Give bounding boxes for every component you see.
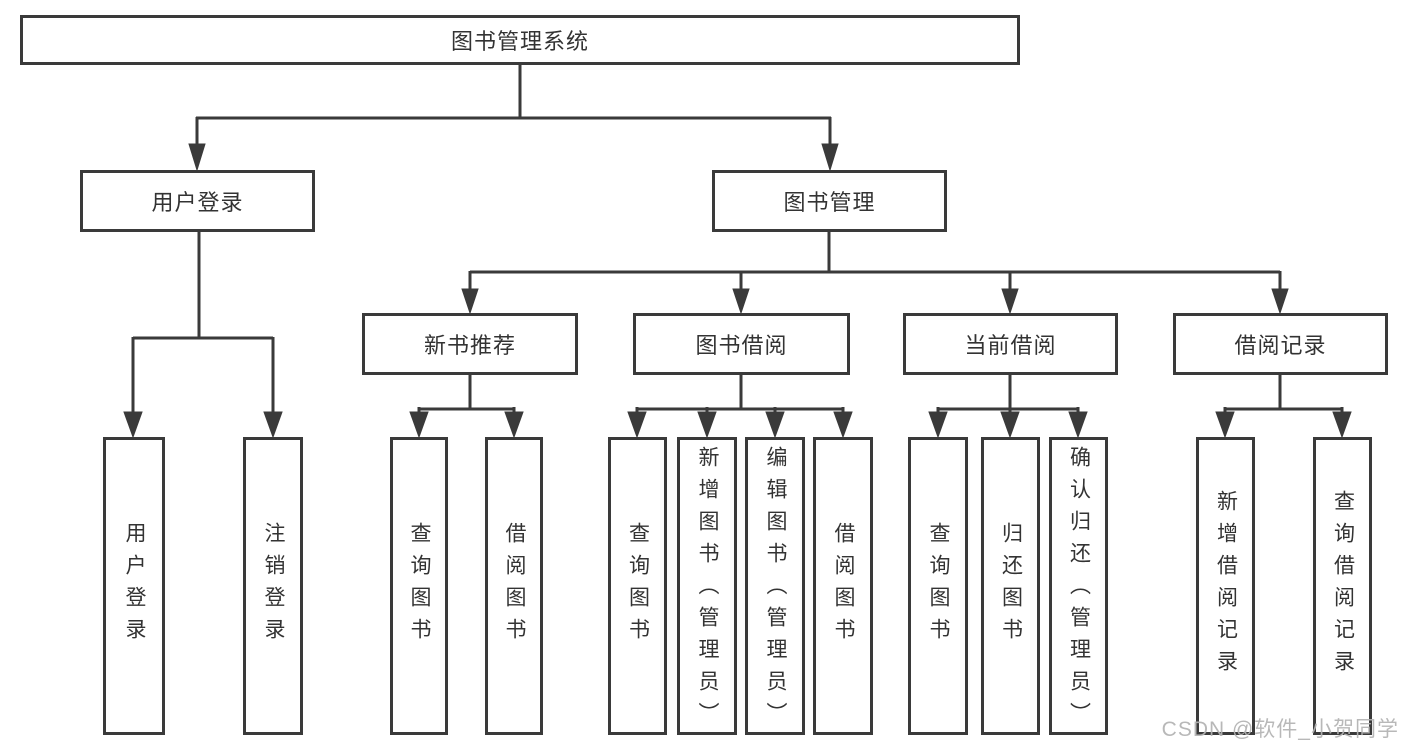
connectors-root-to-level2	[188, 65, 839, 172]
leaf-query-books-borrowing-label: 查询图书	[626, 522, 650, 650]
connectors-new-book-recommend-to-leaves	[409, 375, 524, 439]
node-current-borrowing: 当前借阅	[903, 313, 1118, 375]
leaf-add-book-admin: 新增图书（管理员）	[677, 437, 737, 735]
leaf-confirm-return-admin: 确认归还（管理员）	[1049, 437, 1108, 735]
leaf-borrow-books-recommend-label: 借阅图书	[503, 522, 527, 650]
leaf-query-borrow-record: 查询借阅记录	[1313, 437, 1372, 735]
leaf-borrow-books-borrowing-label: 借阅图书	[832, 522, 856, 650]
node-user-login: 用户登录	[80, 170, 315, 232]
leaf-query-books-recommend: 查询图书	[390, 437, 448, 735]
connectors-borrowing-records-to-leaves	[1215, 375, 1352, 439]
leaf-logout-label: 注销登录	[262, 522, 286, 650]
node-book-management: 图书管理	[712, 170, 947, 232]
leaf-query-books-current-label: 查询图书	[927, 522, 951, 650]
node-library-management-system: 图书管理系统	[20, 15, 1020, 65]
leaf-add-borrow-record: 新增借阅记录	[1196, 437, 1255, 735]
connectors-book-management-to-level3	[461, 232, 1289, 315]
node-new-book-recommend: 新书推荐	[362, 313, 578, 375]
node-borrowing-records: 借阅记录	[1173, 313, 1388, 375]
leaf-borrow-books-borrowing: 借阅图书	[813, 437, 873, 735]
leaf-borrow-books-recommend: 借阅图书	[485, 437, 543, 735]
leaf-return-books: 归还图书	[981, 437, 1040, 735]
leaf-query-borrow-record-label: 查询借阅记录	[1331, 490, 1355, 682]
leaf-query-books-current: 查询图书	[908, 437, 968, 735]
watermark-text: CSDN @软件_小贺同学	[1161, 718, 1399, 741]
leaf-edit-book-admin: 编辑图书（管理员）	[745, 437, 805, 735]
leaf-edit-book-admin-label: 编辑图书（管理员）	[764, 446, 788, 734]
leaf-query-books-recommend-label: 查询图书	[408, 522, 432, 650]
leaf-return-books-label: 归还图书	[999, 522, 1023, 650]
connectors-book-borrowing-to-leaves	[627, 375, 853, 439]
leaf-add-borrow-record-label: 新增借阅记录	[1214, 490, 1238, 682]
connectors-user-login-to-leaves	[123, 232, 283, 439]
leaf-confirm-return-admin-label: 确认归还（管理员）	[1067, 446, 1091, 734]
leaf-user-login: 用户登录	[103, 437, 165, 735]
leaf-add-book-admin-label: 新增图书（管理员）	[696, 446, 720, 734]
leaf-user-login-label: 用户登录	[123, 522, 147, 650]
leaf-query-books-borrowing: 查询图书	[608, 437, 667, 735]
connectors-current-borrowing-to-leaves	[928, 375, 1088, 439]
leaf-logout: 注销登录	[243, 437, 303, 735]
node-book-borrowing: 图书借阅	[633, 313, 850, 375]
